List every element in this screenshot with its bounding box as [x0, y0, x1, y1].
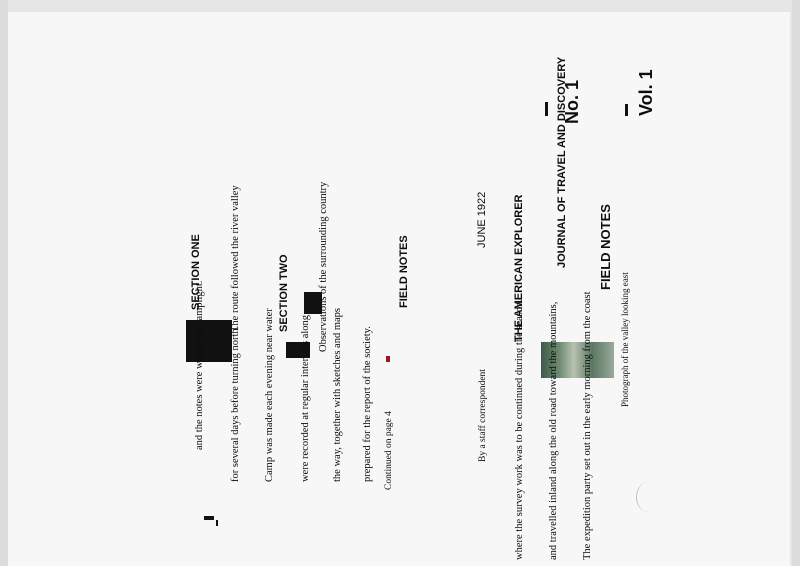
footer-note: Continued on page 4 [384, 411, 394, 490]
column-right-line-3: the way, together with sketches and maps [332, 308, 343, 482]
lead-line-1: The expedition party set out in the earl… [582, 291, 593, 560]
headline-line-3: FIELD NOTES [598, 204, 613, 290]
column-left-line-1: The route followed the river valley [230, 185, 241, 332]
column-right-heading: SECTION TWO [278, 254, 290, 332]
page-curve [636, 482, 661, 512]
left-page-margin [0, 0, 8, 566]
valley-photo [541, 342, 614, 378]
byline: By a staff correspondent [478, 369, 488, 462]
right-page-margin [792, 0, 800, 566]
column-right-line-1: Observations of the surrounding country [318, 181, 329, 352]
lead-line-3: where the survey work was to be continue… [514, 299, 525, 560]
column-left-line-2: for several days before turning north. [230, 325, 241, 482]
column-left-line-4: and the notes were written by lamplight. [194, 280, 205, 450]
headline-line-2: JOURNAL OF TRAVEL AND DISCOVERY [556, 56, 568, 268]
rule-mark [625, 104, 628, 116]
dateline: JUNE 1922 [476, 191, 488, 248]
rule-mark [545, 102, 548, 116]
section-heading: FIELD NOTES [398, 235, 410, 308]
column-image-small-2 [304, 292, 322, 314]
column-left-line-3: Camp was made each evening near water [264, 308, 275, 482]
page-mark [216, 520, 218, 526]
page-mark [204, 516, 214, 520]
column-image-small [286, 342, 310, 358]
column-right-line-2: were recorded at regular intervals along [300, 314, 311, 482]
column-right-line-4: prepared for the report of the society. [362, 326, 373, 482]
red-mark [386, 356, 390, 362]
photo-caption: Photograph of the valley looking east [620, 272, 630, 407]
lead-line-2: and travelled inland along the old road … [548, 301, 559, 560]
scanned-page: No. 1 Vol. 1 FIELD NOTES JOURNAL OF TRAV… [8, 12, 790, 566]
issue-right: Vol. 1 [636, 69, 656, 116]
column-image [186, 320, 232, 362]
